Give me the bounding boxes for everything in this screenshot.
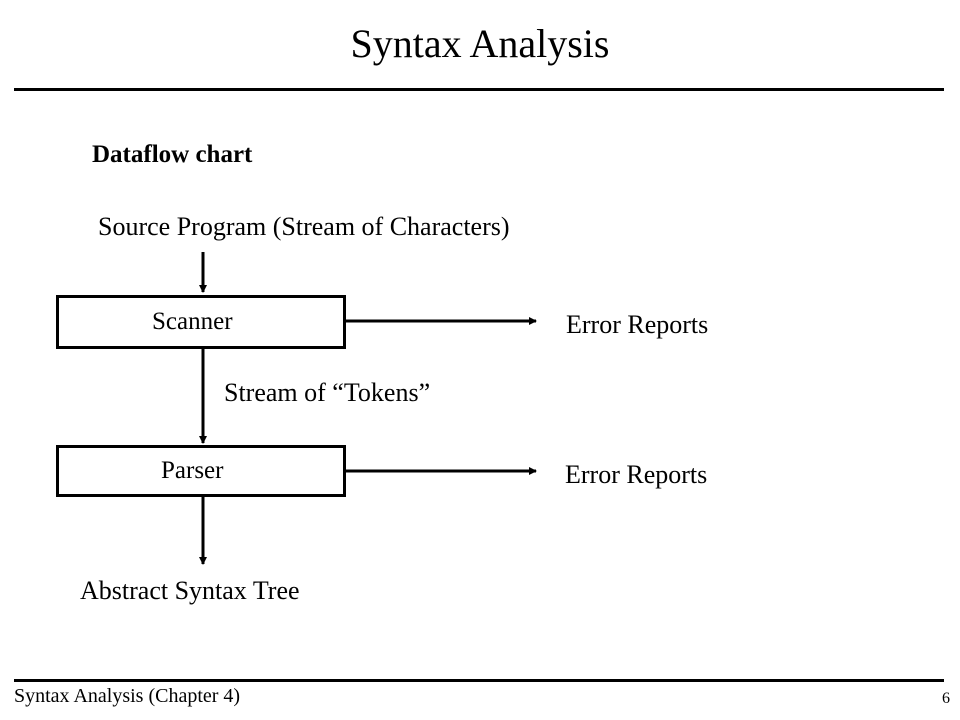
source-program-label: Source Program (Stream of Characters) [98, 212, 510, 241]
page-number: 6 [942, 690, 950, 707]
section-heading: Dataflow chart [92, 141, 253, 168]
slide-title: Syntax Analysis [350, 21, 610, 66]
abstract-syntax-tree-label: Abstract Syntax Tree [80, 576, 300, 605]
scanner-error-reports-label: Error Reports [566, 310, 709, 339]
parser-error-reports-label: Error Reports [565, 460, 708, 489]
footer-chapter: Syntax Analysis (Chapter 4) [14, 685, 241, 707]
parser-label: Parser [161, 457, 224, 484]
footer-divider [14, 679, 944, 682]
scanner-label: Scanner [152, 308, 233, 335]
scanner-box: Scanner [56, 295, 346, 349]
parser-box: Parser [56, 445, 346, 497]
tokens-stream-label: Stream of “Tokens” [224, 378, 431, 407]
title-divider [14, 88, 944, 91]
